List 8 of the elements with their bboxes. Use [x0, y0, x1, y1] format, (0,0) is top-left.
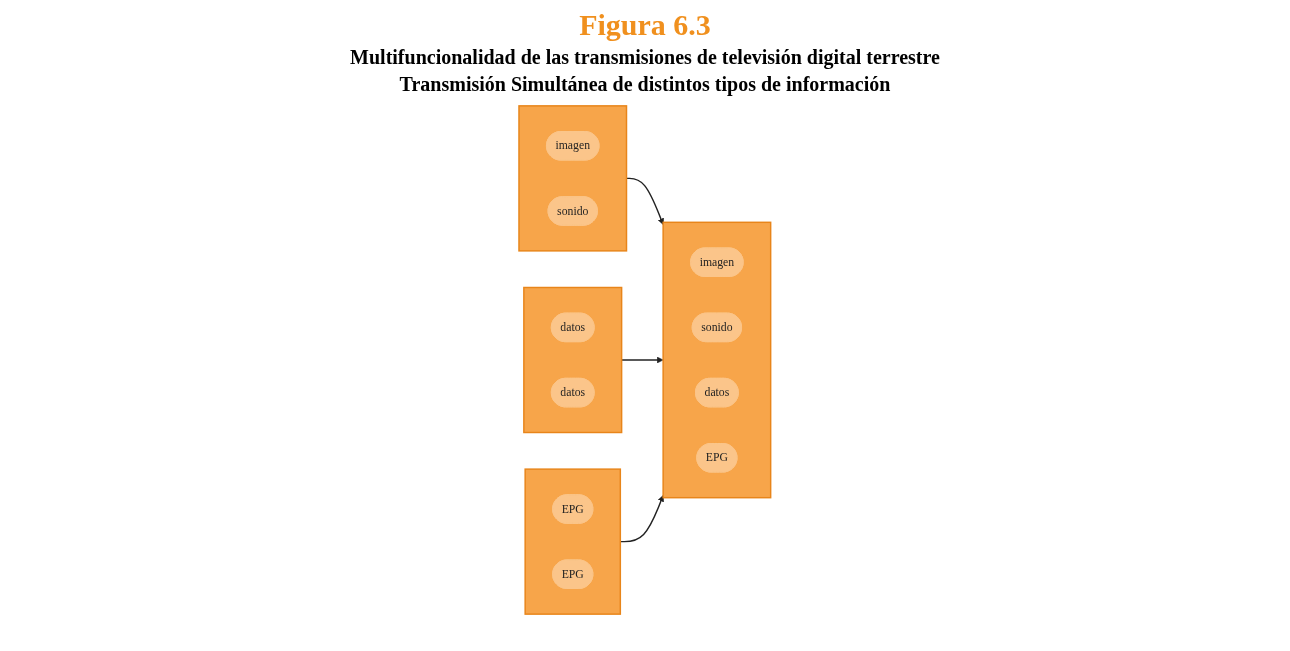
arrow — [621, 356, 664, 364]
subtitle: Multifuncionalidad de las transmisiones de televisión digital terrestre — [349, 46, 941, 69]
cluster — [524, 468, 622, 615]
subtitle: Transmisión Simultánea de distintos tipos de información — [398, 73, 892, 96]
figure-title: Figura 6.3 — [578, 8, 712, 42]
cluster — [523, 286, 623, 434]
cluster — [662, 221, 772, 499]
cluster — [518, 105, 628, 252]
